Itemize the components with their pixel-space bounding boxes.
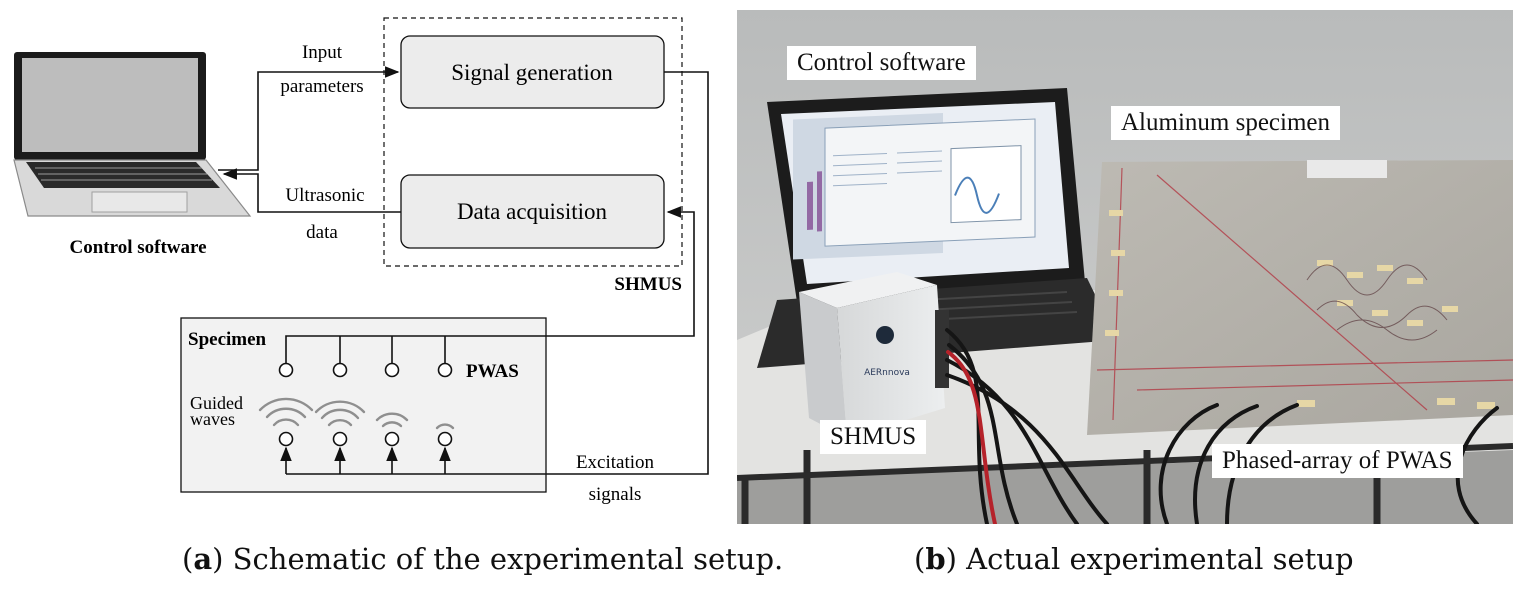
shmus-label: SHMUS — [614, 274, 682, 295]
input-label-1: Input — [302, 42, 343, 63]
caption-b: (b) Actual experimental setup — [914, 542, 1354, 576]
ultrasonic-label-1: Ultrasonic — [285, 185, 364, 206]
device-brand: AERnnova — [864, 368, 910, 378]
top-pwas-stems — [339, 336, 446, 364]
data-acquisition-label: Data acquisition — [457, 199, 608, 224]
shmus-device-photo: AERnnova — [799, 272, 949, 438]
ultrasonic-data-arrow — [222, 168, 401, 213]
experimental-setup-photo: AERnnova Control software Aluminum speci… — [737, 10, 1513, 524]
top-pwas-sensors — [278, 362, 453, 378]
excitation-arrows — [280, 446, 451, 474]
schematic-diagram: Control software SHMUS Signal generation… — [13, 17, 709, 505]
input-parameters-arrow — [218, 66, 400, 171]
guided-waves-icon — [258, 397, 455, 430]
pwas-label: PWAS — [466, 361, 519, 382]
label-shmus: SHMUS — [820, 420, 927, 454]
excitation-label-1: Excitation — [576, 452, 655, 473]
caption-b-letter: b — [925, 542, 946, 576]
input-label-2: parameters — [280, 76, 363, 97]
bottom-pwas-sensors — [278, 431, 453, 447]
acquisition-line — [285, 206, 695, 364]
caption-a: (a) Schematic of the experimental setup. — [182, 542, 784, 576]
guided-label-1: Guided — [190, 393, 243, 413]
caption-a-letter: a — [193, 542, 213, 576]
label-aluminum-specimen: Aluminum specimen — [1111, 106, 1340, 140]
caption-a-text: Schematic of the experimental setup. — [223, 542, 784, 576]
laptop-icon — [13, 52, 252, 217]
laptop-label: Control software — [69, 237, 206, 258]
excitation-label-2: signals — [589, 484, 642, 505]
shmus-boundary — [383, 17, 683, 267]
label-phased-array: Phased-array of PWAS — [1212, 444, 1463, 478]
specimen-label: Specimen — [188, 329, 267, 350]
label-control-software: Control software — [787, 46, 976, 80]
guided-label-2: waves — [190, 409, 235, 429]
specimen-box — [180, 317, 547, 493]
caption-b-text: Actual experimental setup — [956, 542, 1354, 576]
excitation-line — [286, 71, 709, 475]
aluminum-plate-photo — [1087, 160, 1513, 435]
signal-generation-label: Signal generation — [451, 60, 613, 85]
ultrasonic-label-2: data — [306, 222, 338, 243]
